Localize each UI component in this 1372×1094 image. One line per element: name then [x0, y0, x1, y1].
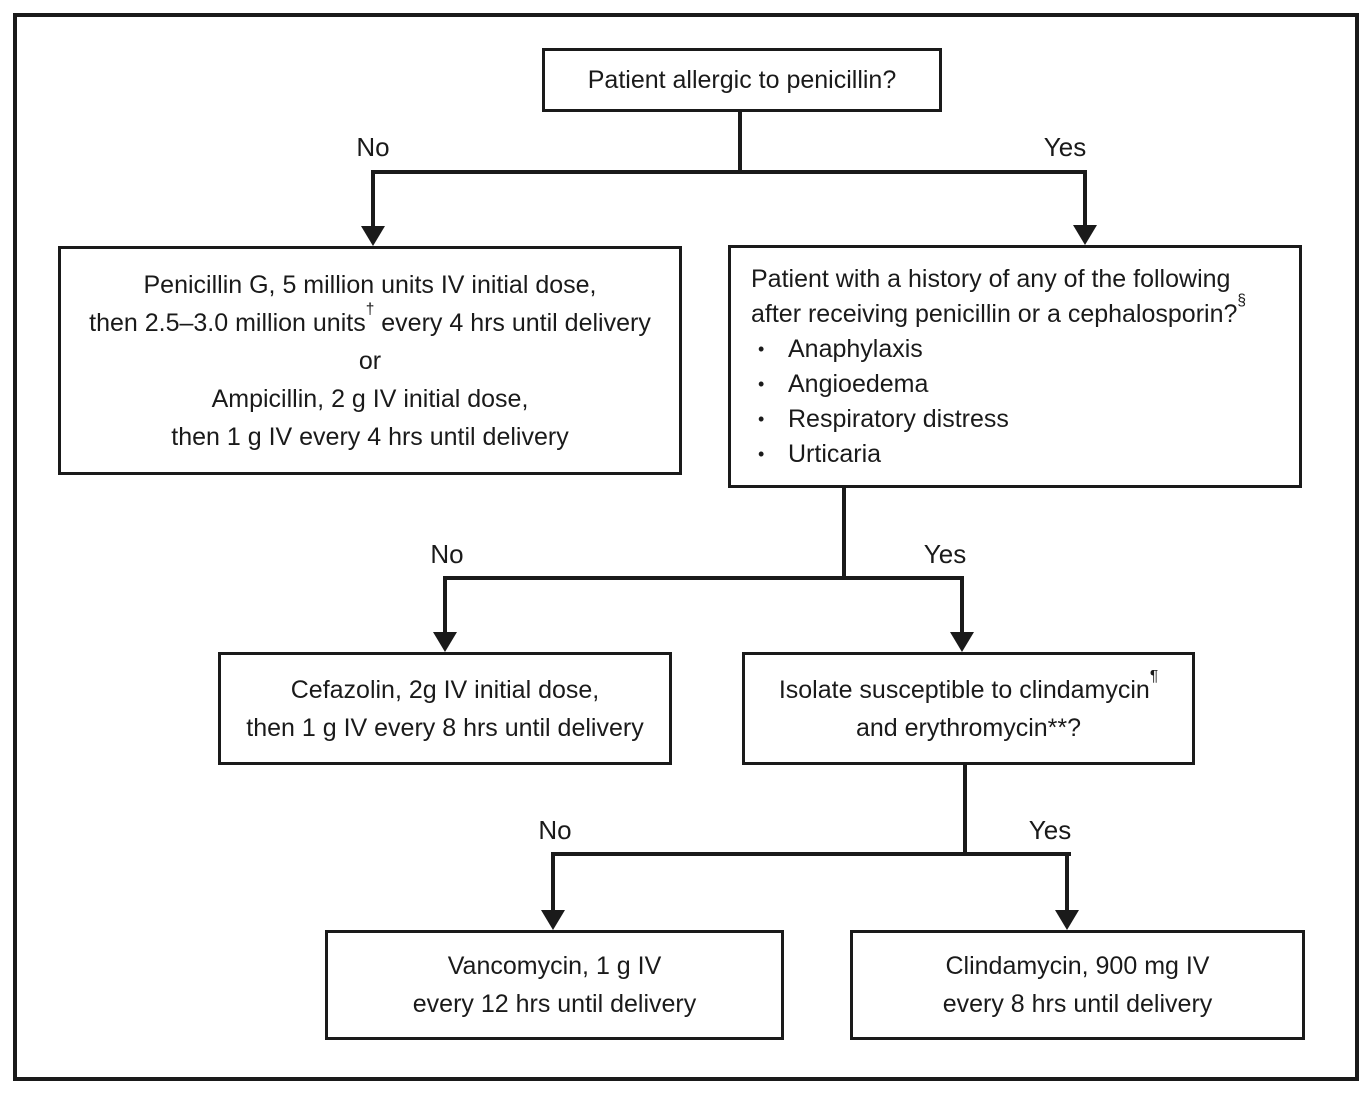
- edge-label-yes: Yes: [1028, 815, 1072, 845]
- connector3-stem: [963, 763, 967, 856]
- box-text-line: then 1 g IV every 8 hrs until delivery: [246, 713, 644, 742]
- bullet-icon: •: [758, 338, 765, 359]
- connector2-drop-yes: [960, 576, 964, 636]
- treatment-box-clindamycin-regimen: Clindamycin, 900 mg IV every 8 hrs until…: [850, 930, 1305, 1040]
- edge-label-no: No: [430, 539, 464, 569]
- arrowhead-down-icon: [361, 226, 385, 246]
- section-footnote-mark: §: [1237, 292, 1247, 310]
- arrowhead-down-icon: [950, 632, 974, 652]
- box-text-line: every 8 hrs until delivery: [942, 990, 1213, 1018]
- decision-box-isolate-susceptibility: Isolate susceptible to clindamycin¶ and …: [742, 652, 1195, 765]
- list-item: • Respiratory distress: [751, 402, 1009, 437]
- connector1-drop-yes: [1083, 170, 1087, 228]
- box-text-line: or: [358, 346, 382, 375]
- box-text-line: Patient allergic to penicillin?: [587, 66, 897, 94]
- box-text-line: Clindamycin, 900 mg IV: [945, 952, 1210, 980]
- box-text-line: Ampicillin, 2 g IV initial dose,: [211, 384, 529, 413]
- connector1-crossbar: [371, 170, 1087, 174]
- box-text-line: Isolate susceptible to clindamycin¶: [778, 668, 1159, 704]
- bullet-icon: •: [758, 443, 765, 464]
- arrowhead-down-icon: [1073, 225, 1097, 245]
- connector1-drop-no: [371, 170, 375, 230]
- box-text-line: every 12 hrs until delivery: [412, 990, 697, 1018]
- list-item: • Urticaria: [751, 437, 881, 472]
- list-item: • Angioedema: [751, 367, 928, 402]
- arrowhead-down-icon: [1055, 910, 1079, 930]
- edge-label-yes: Yes: [923, 539, 967, 569]
- figure-border: [13, 13, 1359, 1081]
- connector3-crossbar: [551, 852, 1071, 856]
- arrowhead-down-icon: [433, 632, 457, 652]
- box-text-line: Patient with a history of any of the fol…: [751, 264, 1231, 293]
- bullet-icon: •: [758, 408, 765, 429]
- decision-box-penicillin-allergy: Patient allergic to penicillin?: [542, 48, 942, 112]
- box-text-line: Penicillin G, 5 million units IV initial…: [143, 270, 597, 299]
- edge-label-no: No: [356, 132, 390, 162]
- edge-label-yes: Yes: [1043, 132, 1087, 162]
- bullet-icon: •: [758, 373, 765, 394]
- box-text-line: and erythromycin**?: [855, 713, 1082, 742]
- arrowhead-down-icon: [541, 910, 565, 930]
- connector2-stem: [842, 486, 846, 580]
- treatment-box-vancomycin-regimen: Vancomycin, 1 g IV every 12 hrs until de…: [325, 930, 784, 1040]
- edge-label-no: No: [538, 815, 572, 845]
- connector2-crossbar: [443, 576, 964, 580]
- list-item: • Anaphylaxis: [751, 332, 923, 367]
- treatment-box-cefazolin-regimen: Cefazolin, 2g IV initial dose, then 1 g …: [218, 652, 672, 765]
- box-text-line: then 2.5–3.0 million units† every 4 hrs …: [89, 301, 651, 337]
- box-text-line: after receiving penicillin or a cephalos…: [751, 292, 1247, 328]
- box-text-line: Vancomycin, 1 g IV: [447, 952, 662, 980]
- treatment-box-penicillin-regimen: Penicillin G, 5 million units IV initial…: [58, 246, 682, 475]
- decision-box-allergy-history: Patient with a history of any of the fol…: [728, 245, 1302, 488]
- connector3-drop-no: [551, 852, 555, 914]
- connector1-stem: [738, 112, 742, 174]
- dagger-footnote-mark: †: [365, 301, 375, 319]
- box-text-line: Cefazolin, 2g IV initial dose,: [290, 675, 600, 704]
- box-text-line: then 1 g IV every 4 hrs until delivery: [171, 422, 569, 451]
- connector2-drop-no: [443, 576, 447, 636]
- pilcrow-footnote-mark: ¶: [1149, 668, 1159, 686]
- connector3-drop-yes: [1065, 852, 1069, 914]
